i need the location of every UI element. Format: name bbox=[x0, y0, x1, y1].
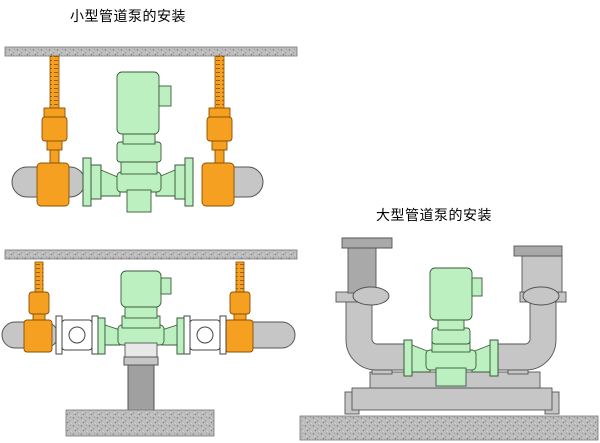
pipeline-pump bbox=[411, 267, 491, 387]
caption-large-pump-installation: 大型管道泵的安装 bbox=[376, 208, 492, 224]
floor-slab bbox=[65, 409, 215, 437]
pipeline-pump bbox=[100, 71, 176, 213]
floor-slab bbox=[299, 415, 599, 441]
flange-icon bbox=[176, 317, 185, 355]
hanger-rod-right bbox=[214, 55, 225, 111]
outlet-pipe bbox=[497, 245, 567, 371]
motor-icon bbox=[120, 270, 162, 308]
flange-icon bbox=[489, 339, 499, 377]
motor-icon bbox=[429, 267, 473, 321]
ceiling-slab bbox=[4, 249, 298, 260]
pipe-hanger-icon bbox=[201, 107, 235, 207]
pipe-hanger-icon bbox=[36, 107, 70, 207]
diagram-small-pump-ceiling bbox=[4, 46, 298, 213]
caption-small-pump-installation: 小型管道泵的安装 bbox=[70, 9, 186, 25]
hanger-rod-left bbox=[49, 55, 60, 111]
ceiling-slab bbox=[4, 46, 298, 57]
pipe-hanger-icon bbox=[224, 291, 254, 353]
flange-icon bbox=[403, 339, 413, 377]
motor-icon bbox=[116, 71, 160, 135]
valve-icon bbox=[55, 315, 99, 355]
flange-icon bbox=[184, 157, 194, 207]
diagram-small-pump-pedestal bbox=[1, 249, 298, 437]
flange-icon bbox=[97, 317, 106, 355]
pipeline-pump bbox=[104, 270, 178, 358]
flange-icon bbox=[82, 157, 92, 207]
valve-icon bbox=[183, 315, 227, 355]
pipe-hanger-icon bbox=[23, 291, 53, 353]
pump-pedestal bbox=[127, 364, 155, 412]
diagram-large-pump bbox=[299, 237, 599, 441]
